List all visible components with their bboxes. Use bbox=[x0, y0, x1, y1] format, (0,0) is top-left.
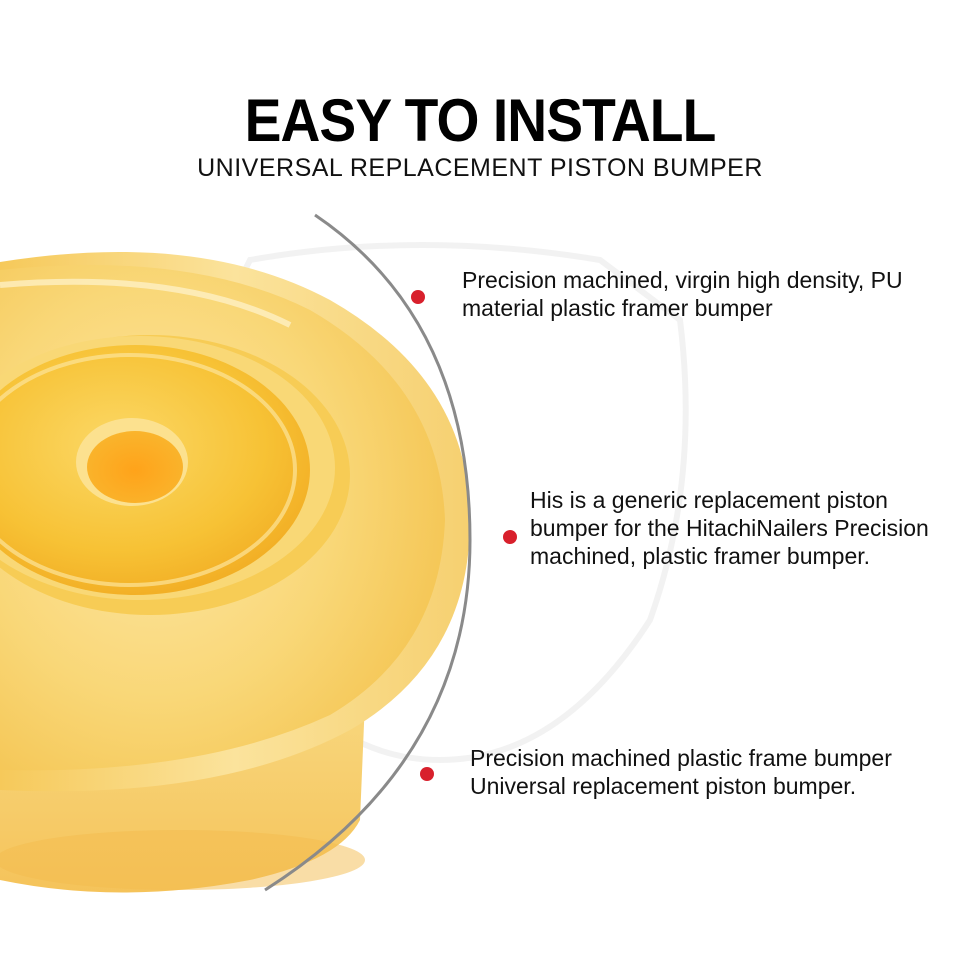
page-title: EASY TO INSTALL bbox=[244, 87, 717, 154]
page-subtitle: UNIVERSAL REPLACEMENT PISTON BUMPER bbox=[197, 154, 763, 182]
feature-text-1: Precision machined, virgin high density,… bbox=[462, 267, 903, 321]
marker-dot-2 bbox=[503, 530, 517, 544]
feature-text-2: His is a generic replacement piston bump… bbox=[530, 487, 929, 569]
marker-dot-3 bbox=[420, 767, 434, 781]
guide-arc bbox=[264, 213, 472, 892]
feature-text-3: Precision machined plastic frame bumper … bbox=[470, 745, 892, 799]
marker-dot-1 bbox=[411, 290, 425, 304]
